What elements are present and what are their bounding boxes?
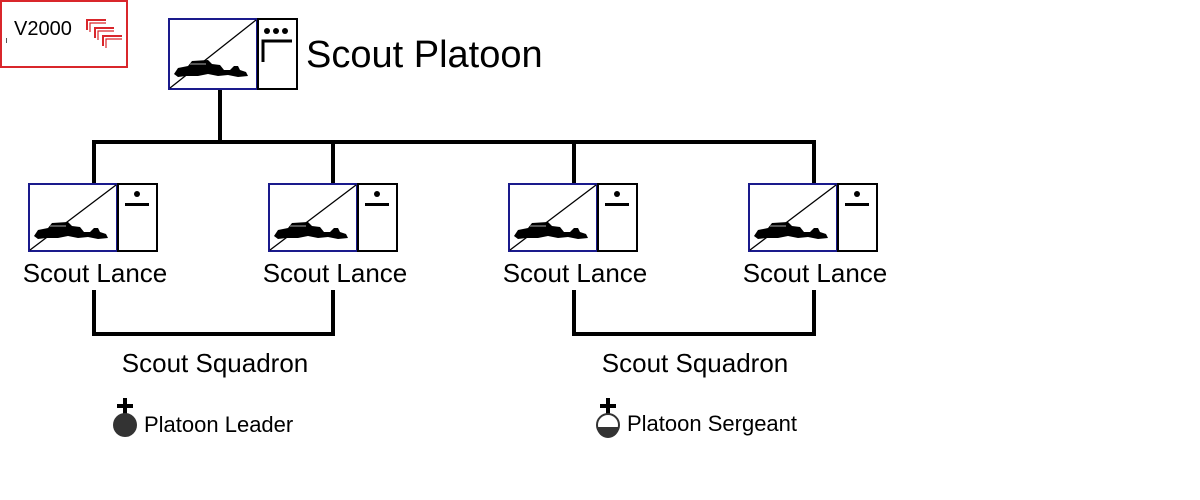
platoon-sergeant-icon [596,398,620,438]
single-dot-rank-icon [605,191,629,206]
logo-chevrons-icon [86,19,122,48]
connector [218,90,222,142]
squadron-bracket [812,290,816,336]
squadron-bracket [92,332,335,336]
lance-label: Scout Lance [742,258,888,288]
lance-label: Scout Lance [22,258,168,288]
squadron-label: Scout Squadron [601,348,789,378]
connector [812,140,816,184]
connector [572,140,576,184]
single-dot-rank-icon [845,191,869,206]
logo-text: V2000 [14,18,72,40]
legend-label: Platoon Sergeant [627,411,798,436]
squadron-bracket [331,290,335,336]
lance-label: Scout Lance [502,258,648,288]
squadron-bracket [572,290,576,336]
squadron-bracket [572,332,816,336]
connector [331,140,335,184]
v2000-logo: V2000 [0,0,128,68]
connector [92,140,96,184]
lance-unit-symbol [268,183,399,253]
squadron-bracket [92,290,96,336]
platoon-title: Scout Platoon [306,34,543,76]
lance-unit-symbol [28,183,159,253]
lance-label: Scout Lance [262,258,408,288]
legend-label: Platoon Leader [144,412,294,437]
squadron-label: Scout Squadron [121,348,309,378]
platoon-leader-icon [113,398,137,437]
single-dot-rank-icon [365,191,389,206]
platoon-unit-symbol [168,18,299,90]
single-dot-rank-icon [125,191,149,206]
lance-unit-symbol [748,183,879,253]
lance-unit-symbol [508,183,639,253]
three-dots-rank-icon [261,28,292,62]
connector [92,140,816,144]
